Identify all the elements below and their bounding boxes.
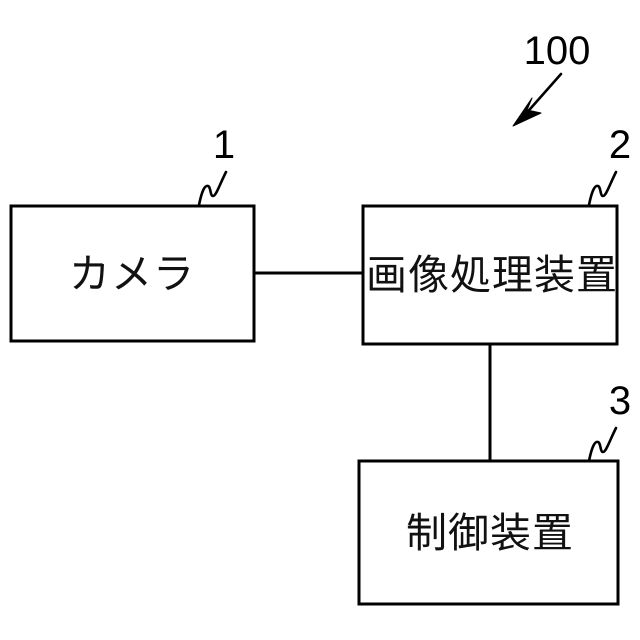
camera-box[interactable] xyxy=(9,204,256,343)
camera-label: カメラ xyxy=(69,250,195,298)
assembly-pointer-head xyxy=(512,97,542,127)
ref-numeral-assembly: 100 xyxy=(524,29,591,73)
node-image-processing-device[interactable]: 画像処理装置 xyxy=(361,204,619,346)
image-processing-device-label: 画像処理装置 xyxy=(366,251,618,299)
leader-line-image-processing-device xyxy=(587,170,618,207)
control-device-label: 制御装置 xyxy=(406,509,574,557)
image-processing-device-box[interactable] xyxy=(361,204,619,346)
ref-numeral-control-device: 3 xyxy=(609,379,631,423)
control-device-box[interactable] xyxy=(357,459,620,606)
leader-line-control-device xyxy=(587,426,618,463)
ref-numeral-image-processing-device: 2 xyxy=(609,123,631,167)
assembly-pointer-arrow-icon xyxy=(512,72,563,127)
node-camera[interactable]: カメラ xyxy=(9,204,256,343)
node-control-device[interactable]: 制御装置 xyxy=(357,459,620,606)
leader-line-camera xyxy=(197,170,228,207)
ref-numeral-camera: 1 xyxy=(213,123,235,167)
assembly-pointer-shaft xyxy=(521,72,563,119)
